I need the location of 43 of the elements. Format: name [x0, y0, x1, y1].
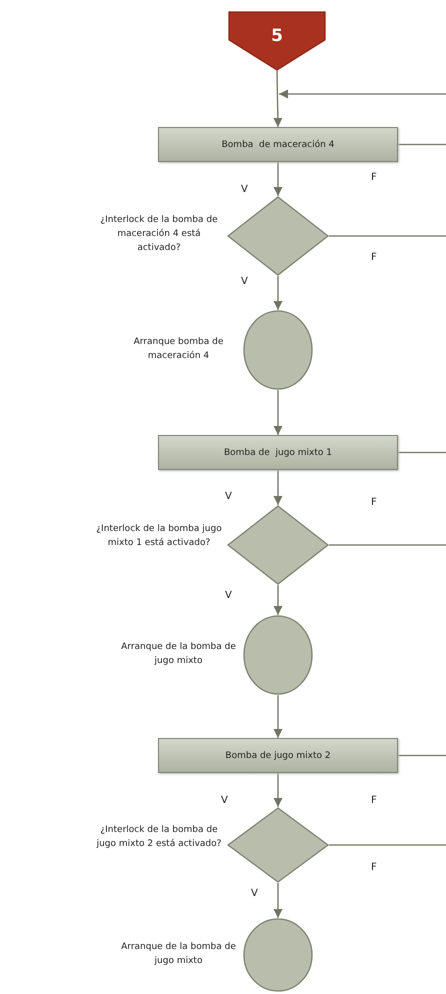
connector-line: [329, 844, 446, 846]
connector-line: [398, 144, 446, 146]
arrow: [273, 70, 282, 128]
step-description: Arranque de la bomba de jugo mixto: [120, 641, 237, 668]
arrow: [273, 162, 283, 196]
start-circle: [243, 918, 313, 992]
start-circle: [243, 310, 313, 390]
step-description: ¿Interlock de la bomba jugo mixto 1 está activado?: [96, 523, 222, 550]
connector-line: [329, 544, 446, 546]
edge-label: V: [224, 590, 233, 601]
edge-label: F: [370, 862, 378, 873]
process-box: Bomba de maceración 4: [158, 127, 398, 162]
arrow: [279, 89, 446, 99]
edge-label: V: [250, 888, 259, 899]
off-page-connector: 5: [229, 12, 325, 70]
arrow: [273, 695, 283, 738]
arrow: [273, 883, 283, 918]
edge-label: V: [224, 491, 233, 502]
edge-label: F: [370, 252, 378, 263]
edge-label: F: [370, 795, 378, 806]
step-description: Arranque de la bomba de jugo mixto: [120, 941, 237, 968]
edge-label: F: [370, 172, 378, 183]
edge-label: V: [240, 184, 249, 195]
edge-label: F: [370, 497, 378, 508]
decision-diamond: [227, 807, 329, 883]
edge-label: V: [220, 795, 229, 806]
arrow: [273, 390, 283, 435]
step-description: ¿Interlock de la bomba de maceración 4 está activado?: [99, 214, 219, 255]
connector-line: [398, 452, 446, 454]
process-box: Bomba de jugo mixto 2: [158, 738, 398, 773]
step-description: ¿Interlock de la bomba de jugo mixto 2 está activado?: [96, 824, 222, 851]
arrow: [273, 470, 283, 505]
arrow: [273, 276, 283, 310]
decision-diamond: [227, 505, 329, 585]
arrow: [273, 773, 283, 807]
decision-diamond: [227, 196, 329, 276]
step-description: Arranque bomba de maceración 4: [132, 336, 224, 363]
connector-line: [398, 754, 446, 756]
edge-label: V: [240, 276, 249, 287]
connector-line: [329, 235, 446, 237]
arrow: [273, 585, 283, 615]
start-circle: [243, 615, 313, 695]
process-box: Bomba de jugo mixto 1: [158, 435, 398, 470]
